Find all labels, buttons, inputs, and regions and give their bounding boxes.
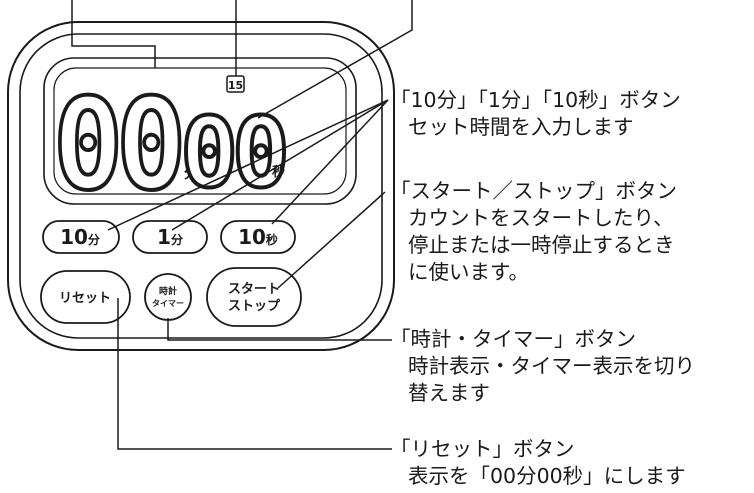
start-stop-line2: ストップ [228,299,281,314]
ten-minute-button[interactable]: 10分 [42,220,120,254]
callout-set-buttons-line1: セット時間を入力します [408,115,634,139]
indicator-15: 15 [228,79,243,92]
one-minute-number: 1 [157,225,171,249]
callout-set-buttons: 「10分」「1分」「10秒」ボタン セット時間を入力します [390,87,681,141]
callout-clock-timer-line1: 時計表示・タイマー表示を切り [408,354,695,378]
start-stop-line1: スタート [228,282,280,297]
reset-button[interactable]: リセット [40,270,131,324]
minute-unit-label: 分 [184,166,198,182]
ten-minute-unit: 分 [88,232,100,247]
callout-set-buttons-title: 「10分」「1分」「10秒」ボタン [390,88,681,112]
svg-text:10秒: 10秒 [238,225,278,249]
callout-start-stop-title: 「スタート／ストップ」ボタン [390,179,677,203]
callout-clock-timer-title: 「時計・タイマー」ボタン [390,327,636,351]
leader-reset [117,298,392,450]
lcd-window-inner [53,67,347,195]
leader-minutes [71,0,156,68]
leader-set-buttons [107,99,389,231]
lcd-window-outer [43,57,357,205]
callout-reset-line1: 表示を「00分00秒」にします [408,464,686,488]
callout-start-stop: 「スタート／ストップ」ボタン カウントをスタートしたり、 停止または一時停止する… [390,178,677,286]
callout-start-stop-line1: カウントをスタートしたり、 [408,206,674,230]
leader-seconds [257,0,413,119]
clock-timer-line2: タイマー [152,298,184,308]
ten-second-number: 10 [238,225,266,249]
callout-reset: 「リセット」ボタン 表示を「00分00秒」にします [390,436,686,490]
minutes-digits: 00 [51,69,189,220]
callout-clock-timer: 「時計・タイマー」ボタン 時計表示・タイマー表示を切り 替えます [390,326,695,407]
leader-start-stop [277,191,386,289]
timer-body-inner [19,33,383,339]
callout-reset-title: 「リセット」ボタン [390,437,575,461]
seconds-digits: 00 [178,95,293,211]
ten-second-unit: 秒 [266,232,278,247]
leader-clock-timer [167,318,392,341]
minutes-value: 00 [53,71,180,218]
reset-button-label: リセット [59,291,111,306]
ten-second-button[interactable]: 10秒 [220,220,296,254]
clock-timer-line1: 時計 [159,285,177,297]
svg-text:10分: 10分 [60,225,100,249]
one-minute-button[interactable]: 1分 [132,220,208,254]
callout-start-stop-line3: に使います。 [408,260,529,284]
one-minute-unit: 分 [171,232,183,247]
callout-clock-timer-line2: 替えます [408,381,490,405]
seconds-value: 00 [180,97,285,209]
ten-minute-number: 10 [60,225,88,249]
start-stop-button[interactable]: スタート ストップ [206,267,302,327]
callout-start-stop-line2: 停止または一時停止するとき [408,233,675,257]
svg-text:1分: 1分 [157,225,183,249]
clock-timer-button[interactable]: 時計 タイマー [144,273,192,321]
